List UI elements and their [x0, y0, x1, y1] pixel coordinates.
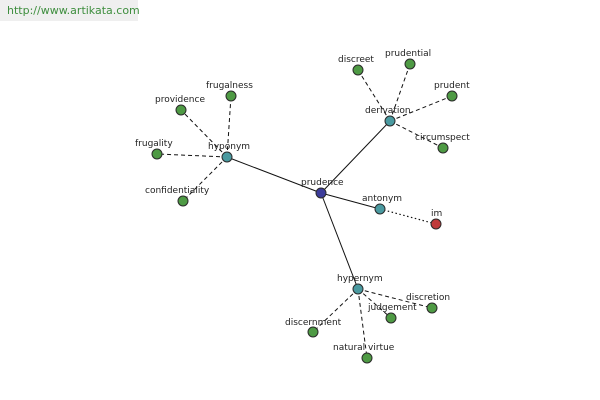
source-banner: http://www.artikata.com: [0, 0, 140, 21]
node-label-derivation: derivation: [365, 106, 411, 116]
edge-derivation-discreet: [357, 69, 391, 122]
edge-prudence-hyponym: [226, 156, 322, 194]
node-label-judgement: judgement: [367, 303, 417, 313]
node-label-discernment: discernment: [285, 318, 342, 328]
node-frugalness[interactable]: [225, 90, 237, 102]
node-label-circumspect: circumspect: [415, 133, 470, 143]
node-label-hypernym: hypernym: [337, 274, 383, 284]
node-circumspect[interactable]: [437, 142, 449, 154]
edge-derivation-prudential: [389, 63, 411, 122]
edge-prudence-antonym: [320, 192, 381, 210]
edge-hypernym-judgement: [357, 288, 392, 319]
node-im[interactable]: [430, 218, 442, 230]
edge-derivation-circumspect: [389, 120, 444, 149]
node-label-discreet: discreet: [338, 55, 374, 65]
node-label-frugality: frugality: [135, 139, 173, 149]
labels-layer: prudence derivation discreet prudential prud…: [135, 49, 470, 353]
node-antonym[interactable]: [374, 203, 386, 215]
node-natural-virtue[interactable]: [361, 352, 373, 364]
edge-prudence-derivation: [320, 120, 391, 194]
edge-hypernym-discretion: [357, 288, 433, 309]
node-confidentiality[interactable]: [177, 195, 189, 207]
node-discretion[interactable]: [426, 302, 438, 314]
node-prudent[interactable]: [446, 90, 458, 102]
node-prudential[interactable]: [404, 58, 416, 70]
edges-layer: [156, 63, 453, 359]
node-label-prudence: prudence: [301, 178, 344, 188]
edge-hyponym-frugalness: [226, 95, 232, 158]
node-prudence[interactable]: [315, 187, 327, 199]
edge-hypernym-natural-virtue: [357, 288, 368, 359]
node-label-natural-virtue: natural virtue: [333, 343, 395, 353]
source-link[interactable]: http://www.artikata.com: [7, 4, 140, 17]
node-label-frugalness: frugalness: [206, 81, 253, 91]
node-label-im: im: [431, 209, 442, 219]
node-providence[interactable]: [175, 104, 187, 116]
node-label-prudential: prudential: [385, 49, 431, 59]
node-label-antonym: antonym: [362, 194, 402, 204]
node-judgement[interactable]: [385, 312, 397, 324]
node-hypernym[interactable]: [352, 283, 364, 295]
edge-hypernym-discernment: [312, 288, 359, 333]
edge-hyponym-confidentiality: [182, 156, 228, 202]
node-discreet[interactable]: [352, 64, 364, 76]
node-discernment[interactable]: [307, 326, 319, 338]
node-hyponym[interactable]: [221, 151, 233, 163]
node-label-discretion: discretion: [406, 293, 450, 303]
edge-hyponym-frugality: [156, 153, 228, 158]
edge-antonym-im: [379, 208, 437, 225]
node-frugality[interactable]: [151, 148, 163, 160]
node-label-prudent: prudent: [434, 81, 470, 91]
node-label-providence: providence: [155, 95, 205, 105]
edge-hyponym-providence: [180, 109, 228, 158]
nodes-layer: [151, 58, 458, 364]
edge-prudence-hypernym: [320, 192, 359, 290]
node-label-hyponym: hyponym: [208, 142, 250, 152]
node-derivation[interactable]: [384, 115, 396, 127]
node-label-confidentiality: confidentiality: [145, 186, 210, 196]
